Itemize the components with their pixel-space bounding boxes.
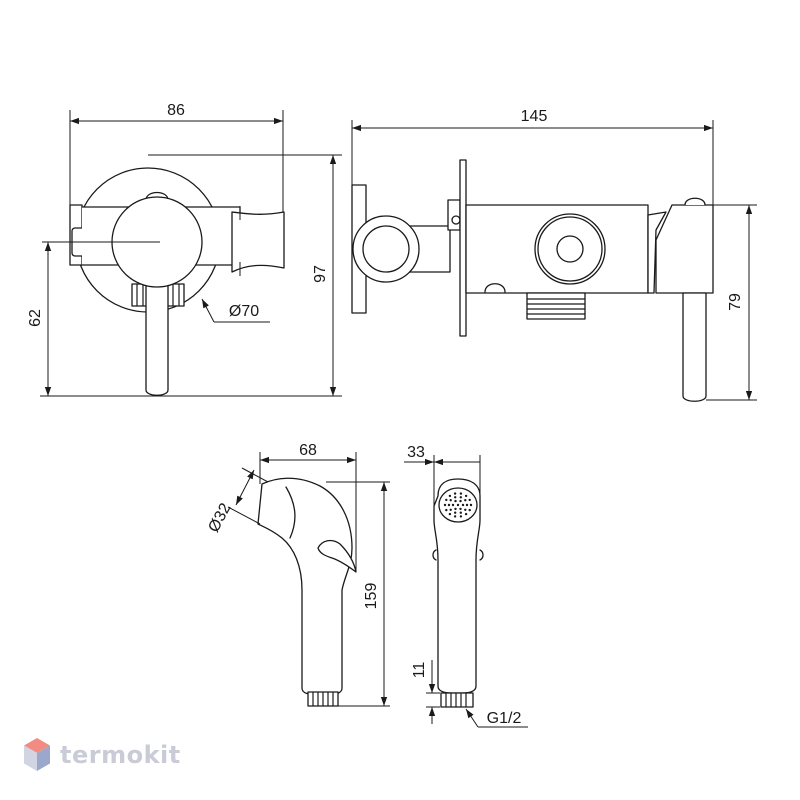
nozzle-dot [461, 503, 465, 507]
nozzle-dot [454, 507, 457, 511]
nozzle-dot [448, 512, 452, 516]
nozzle-dot [448, 494, 452, 498]
side-handle-knob [684, 197, 706, 206]
sprayer-left-nub [432, 549, 437, 561]
termokit-logo-text: termokit [60, 741, 181, 769]
nozzle-dot [464, 508, 467, 511]
side-holder-inner [556, 235, 584, 263]
front-view: 86 97 62 Ø70 [27, 102, 342, 397]
side-view: 145 79 [351, 108, 757, 402]
nozzle-dot [449, 508, 452, 511]
front-lever [145, 269, 169, 396]
nozzle-dot [464, 494, 468, 498]
nozzle-dot [447, 503, 451, 507]
nozzle-dot [465, 503, 469, 507]
nozzle-dot [459, 492, 463, 495]
side-lever [682, 292, 707, 402]
sprayer-front-body [433, 478, 481, 694]
sprayer-front-thread [440, 692, 474, 708]
sprayer-right-nub [479, 549, 484, 561]
nozzle-dot [453, 492, 457, 495]
side-thread [526, 292, 586, 320]
nozzle-dot [443, 503, 447, 507]
termokit-logo: termokit [22, 735, 181, 775]
nozzle-dot [451, 503, 455, 507]
side-ring-inner [362, 225, 410, 273]
dim-sprayer-depth: 33 [407, 444, 425, 461]
nozzle-dot [464, 512, 468, 516]
nozzle-dot [459, 499, 462, 503]
nozzle-dot [445, 508, 448, 512]
nozzle-dot [468, 508, 471, 512]
dim-front-axis-height: 62 [27, 309, 44, 327]
front-holder [231, 211, 285, 273]
sprayer-front-view: 33 11 G1/2 [404, 444, 528, 728]
side-bottom-nub [484, 283, 506, 293]
dim-sprayer-width: 68 [299, 442, 317, 459]
dim-sprayer-height: 159 [363, 583, 380, 610]
nozzle-dot [464, 499, 467, 502]
dim-thread-size: G1/2 [487, 710, 522, 727]
nozzle-dot [459, 507, 462, 511]
nozzle-dot [449, 499, 452, 502]
side-connector [447, 199, 461, 231]
side-handle-neck [647, 211, 667, 294]
nozzle-dot [445, 498, 448, 502]
dim-front-height: 97 [312, 265, 329, 283]
nozzle-dot [456, 503, 460, 507]
nozzle-dot [453, 515, 457, 518]
dim-sprayer-head-diameter: Ø32 [205, 500, 234, 535]
termokit-logo-icon [24, 738, 50, 771]
nozzle-dot [459, 511, 462, 514]
nozzle-dot [459, 496, 462, 499]
dim-front-diameter: Ø70 [229, 303, 259, 320]
sprayer-head-face [285, 486, 296, 539]
nozzle-dot [468, 498, 471, 502]
sprayer-side-view: 68 Ø32 159 [205, 442, 390, 707]
dim-side-width: 145 [521, 108, 548, 125]
side-holder-outer [534, 213, 606, 285]
dim-thread-length: 11 [411, 662, 428, 679]
side-wall-plate [459, 159, 467, 337]
sprayer-nozzles [443, 492, 473, 518]
dim-side-height: 79 [727, 293, 744, 311]
nozzle-dot [459, 515, 463, 518]
sprayer-body [257, 477, 353, 695]
nozzle-dot [454, 511, 457, 514]
nozzle-dot [454, 499, 457, 503]
nozzle-dot [454, 496, 457, 499]
dim-front-width: 86 [167, 102, 185, 119]
side-handle-block [655, 204, 714, 294]
nozzle-dot [469, 503, 473, 507]
